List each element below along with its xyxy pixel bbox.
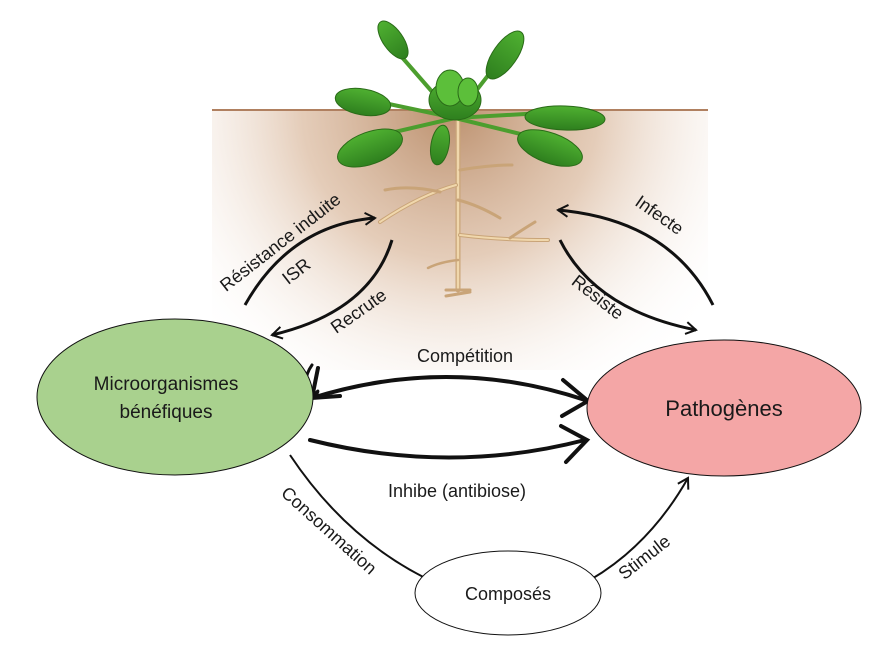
edge-label-inhibits: Inhibe (antibiose) [388,481,526,501]
node-pathogens: Pathogènes [586,339,862,477]
plant-roots [378,115,550,298]
edge-isr [243,211,377,306]
edge-resists [558,239,698,335]
edge-label-consumption: Consommation [277,483,380,579]
node-compounds: Composés [414,550,602,636]
edge-stimulates [589,476,690,581]
edge-label-competition: Compétition [417,346,513,366]
node-beneficial-label-line1: Microorganismes [94,374,239,395]
node-pathogens-label: Pathogènes [665,396,782,421]
node-beneficial-label-line2: bénéfiques [120,402,213,423]
plant-leaves [334,20,606,168]
node-compounds-label: Composés [465,584,551,604]
node-beneficial-microorganisms: Microorganismes bénéfiques [36,318,314,476]
edge-consumption [289,454,442,588]
edge-competition [304,363,592,418]
edge-inhibits [308,424,591,464]
edge-recruits [270,239,394,340]
plant-illustration [334,20,606,298]
edge-infects [556,204,715,306]
